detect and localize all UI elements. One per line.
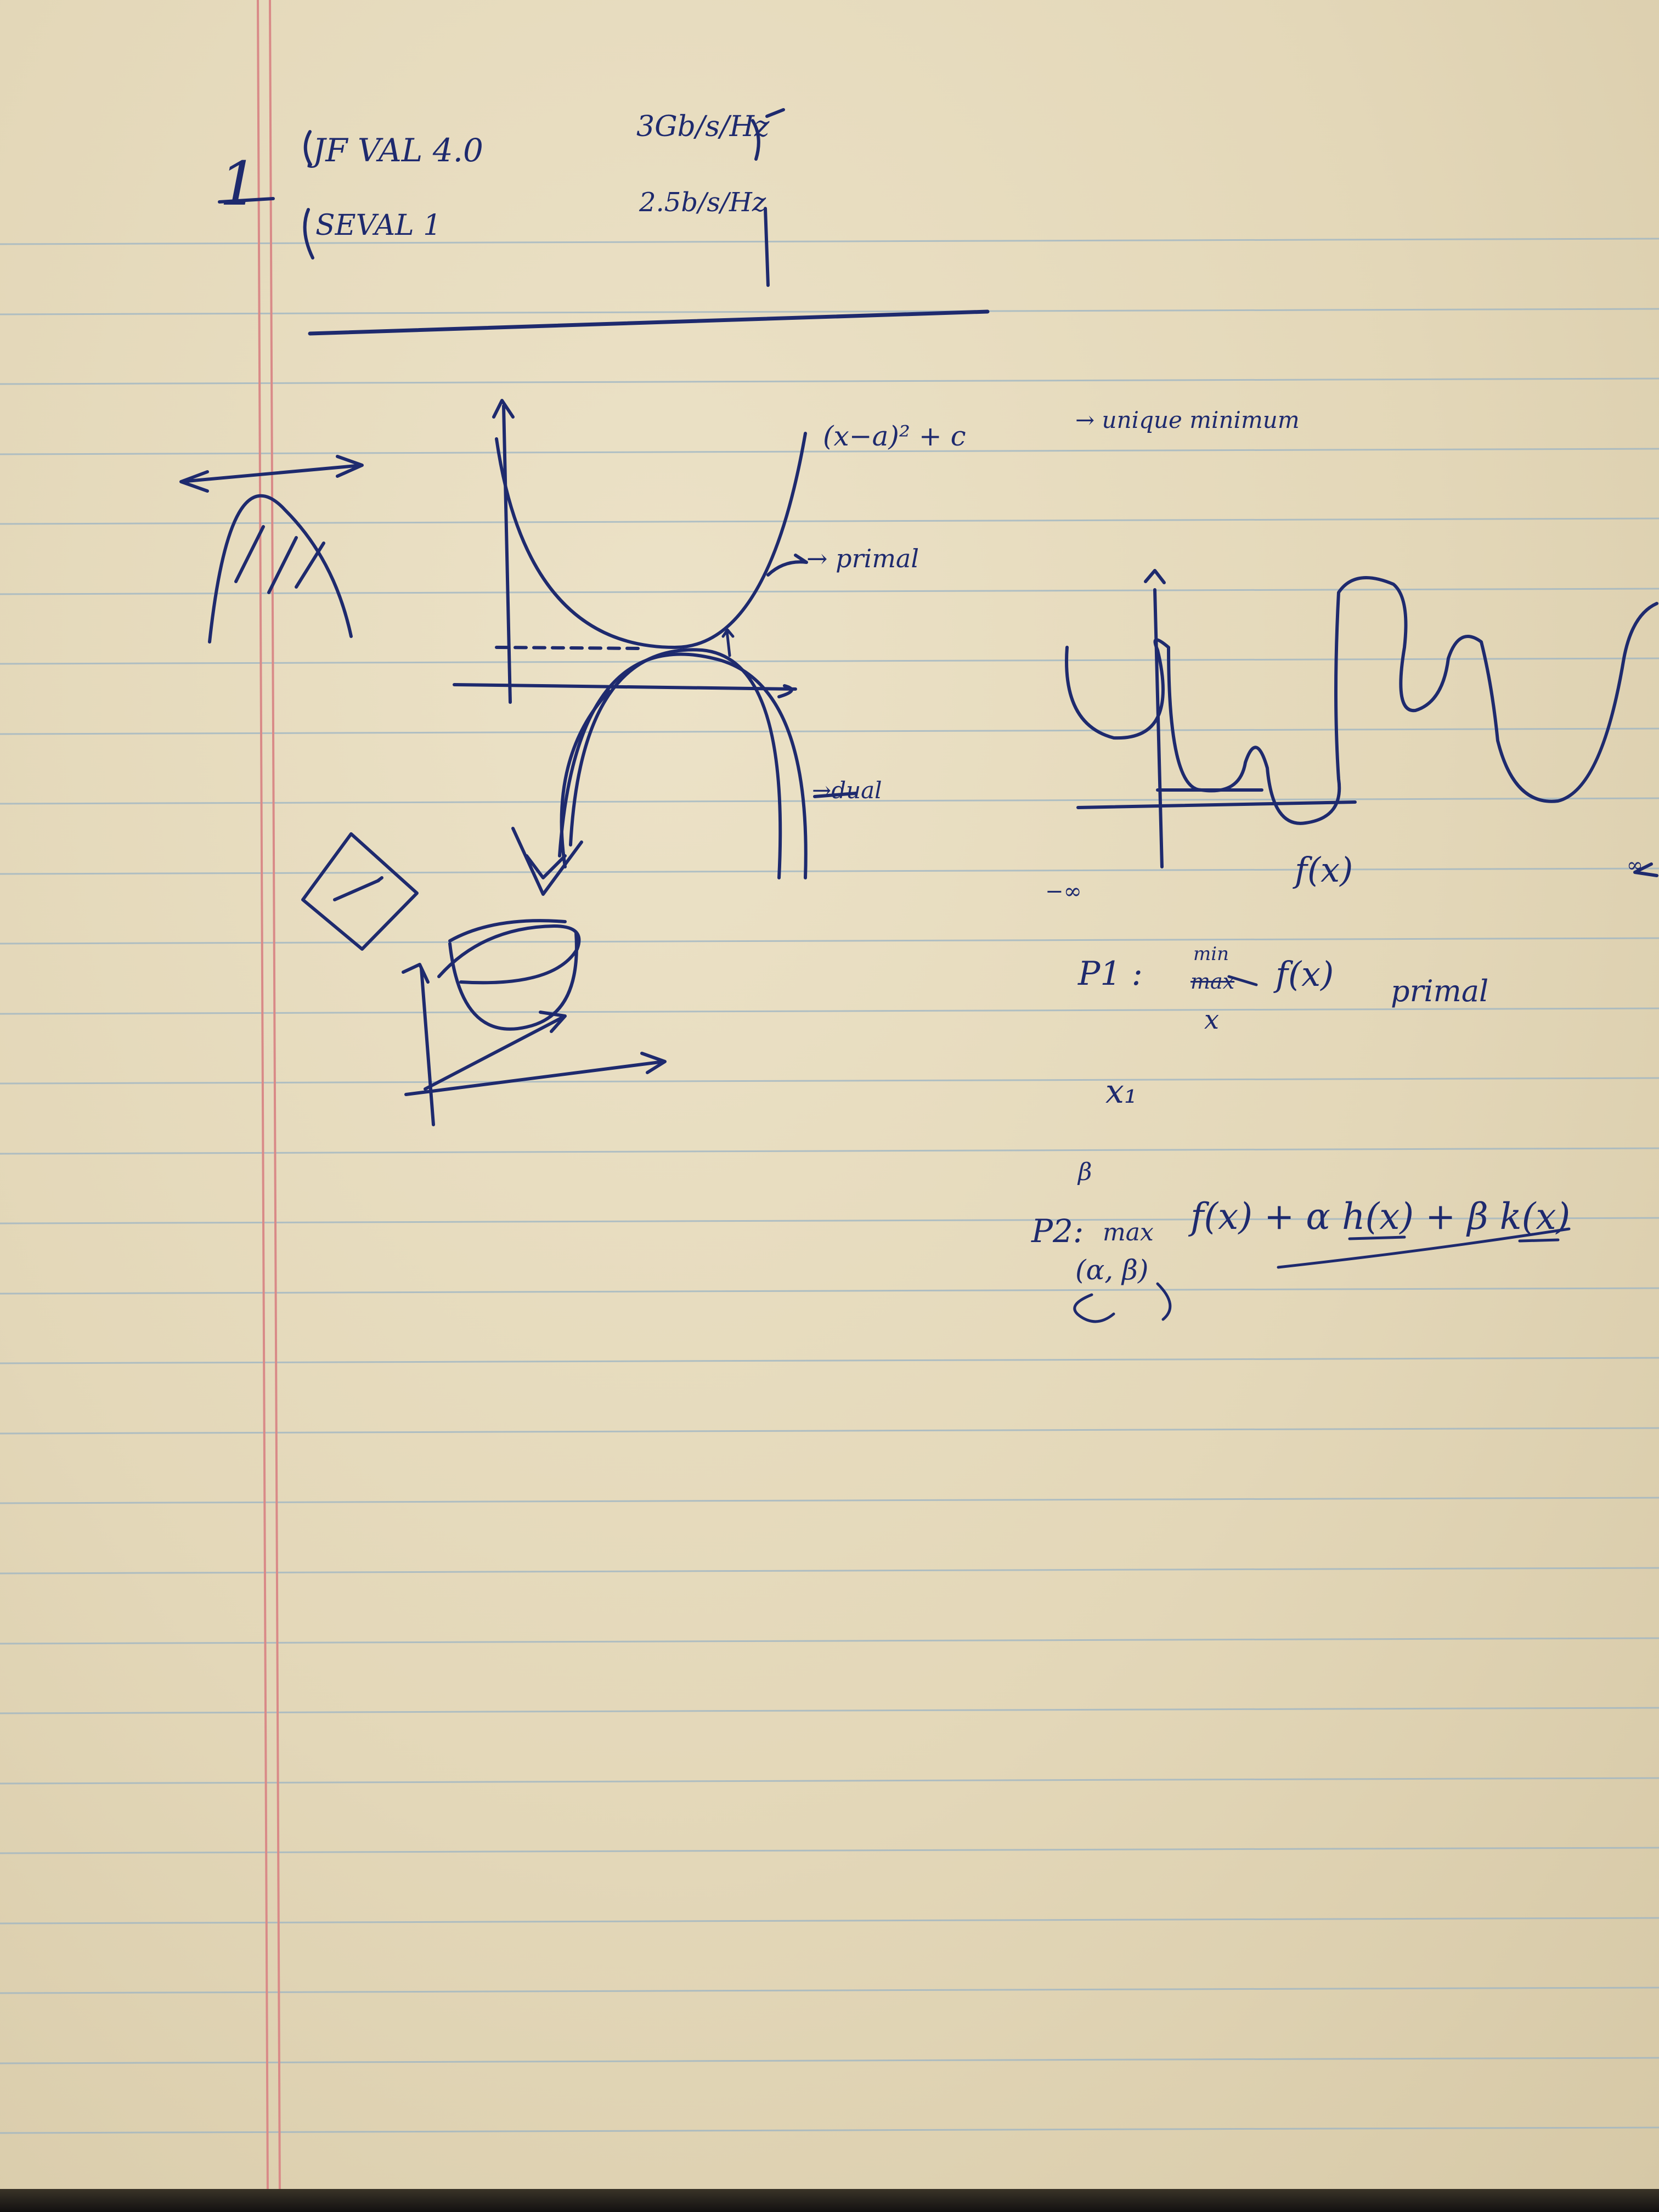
neg-infinity-label: −∞ <box>1045 879 1082 904</box>
rule-line <box>0 1917 1659 1925</box>
primal-pointer <box>766 554 808 577</box>
page-number: 1 <box>219 149 258 219</box>
header-right-bracket <box>764 207 770 287</box>
diamond-sketch <box>301 832 419 951</box>
arch-sketch <box>208 494 353 644</box>
bowl-z-arrow <box>402 963 430 984</box>
margin-line-left <box>257 0 269 2195</box>
primal-y-axis-arrow <box>492 399 515 419</box>
rule-line <box>0 1007 1659 1015</box>
dual-intersection-mark <box>777 684 793 698</box>
rule-line <box>0 727 1659 735</box>
p2-operator: max <box>1103 1218 1154 1246</box>
unique-minimum-label: → unique minimum <box>1075 407 1300 433</box>
header-right-mark <box>751 108 785 161</box>
dual-parabola-2 <box>558 652 808 879</box>
rule-line <box>0 2126 1659 2134</box>
p2-long-underline <box>1277 1227 1571 1269</box>
fx-label: f(x) <box>1295 850 1353 890</box>
rule-line <box>0 1077 1659 1085</box>
rule-line <box>0 797 1659 805</box>
rule-line <box>0 308 1659 315</box>
rule-line <box>0 238 1659 245</box>
margin-line-right <box>269 0 281 2195</box>
rule-line <box>0 377 1659 385</box>
rule-line <box>0 867 1659 875</box>
right-infinity-arrow <box>1633 862 1658 877</box>
rule-line <box>0 657 1659 665</box>
pos-infinity-label: ∞ <box>1627 854 1643 877</box>
diamond-inner-mark <box>333 876 383 901</box>
arch-hatching <box>234 525 325 594</box>
p2-label: P2: <box>1031 1212 1084 1250</box>
rule-line <box>0 1847 1659 1854</box>
p2-term-underlines <box>1348 1235 1560 1243</box>
parabola-label: (x−a)² + c <box>823 420 966 452</box>
primal-x-axis <box>453 683 797 691</box>
page-number-stroke <box>218 197 275 204</box>
down-curve-arrow <box>560 690 611 868</box>
x1-label: x₁ <box>1105 1073 1137 1111</box>
rule-line <box>0 2057 1659 2064</box>
down-arrowhead-sketch <box>511 827 583 896</box>
bowl-rim-top <box>448 919 567 943</box>
rule-line <box>0 1987 1659 1994</box>
bowl-body <box>448 931 578 1031</box>
p1-strike-mark <box>1227 975 1258 986</box>
header-line-2: SEVAL 1 <box>315 209 442 242</box>
rule-line <box>0 588 1659 595</box>
p1-operator-max-struck: max <box>1190 969 1235 994</box>
table-edge <box>0 2189 1659 2212</box>
bowl-rim <box>437 924 581 985</box>
dual-pointer <box>813 792 857 798</box>
wavy-y-axis <box>1153 588 1164 868</box>
rule-line <box>0 448 1659 455</box>
bowl-y-axis <box>424 1011 567 1091</box>
rule-line <box>0 1707 1659 1714</box>
rule-line <box>0 1777 1659 1785</box>
primal-y-axis <box>502 404 512 704</box>
bowl-x-axis <box>404 1052 667 1096</box>
dual-parabola-1 <box>569 648 782 879</box>
primal-label: → primal <box>806 544 919 573</box>
bowl-z-axis <box>420 967 435 1126</box>
wavy-y-arrow <box>1144 569 1166 584</box>
primal-parabola <box>495 432 807 649</box>
header-rate-1: 3Gb/s/Hz <box>636 110 770 143</box>
p1-label: P1 : <box>1078 955 1143 993</box>
double-arrow-sketch <box>179 455 364 493</box>
p2-var-loops <box>1073 1282 1172 1323</box>
p2-expression: f(x) + α h(x) + β k(x) <box>1190 1195 1571 1238</box>
p1-operator-min: min <box>1193 943 1229 965</box>
header-rate-2: 2.5b/s/Hz <box>639 187 766 218</box>
header-left-brace <box>303 130 314 259</box>
wavy-x-axis <box>1076 800 1357 809</box>
header-line-1: JF VAL 4.0 <box>313 132 483 169</box>
p1-expression: f(x) <box>1276 954 1334 994</box>
beta-note: β <box>1078 1158 1092 1186</box>
rule-line <box>0 1147 1659 1155</box>
p1-primal-tag: primal <box>1391 974 1489 1008</box>
gap-arrow <box>721 628 735 657</box>
wavy-function-curve <box>1065 576 1658 825</box>
divider-line <box>308 309 990 336</box>
rule-line <box>0 517 1659 525</box>
dual-label: →dual <box>812 777 882 804</box>
p1-variable: x <box>1204 1005 1220 1035</box>
rule-line <box>0 937 1659 945</box>
min-dashed-line <box>495 646 644 650</box>
p2-variables: (α, β) <box>1075 1254 1149 1286</box>
